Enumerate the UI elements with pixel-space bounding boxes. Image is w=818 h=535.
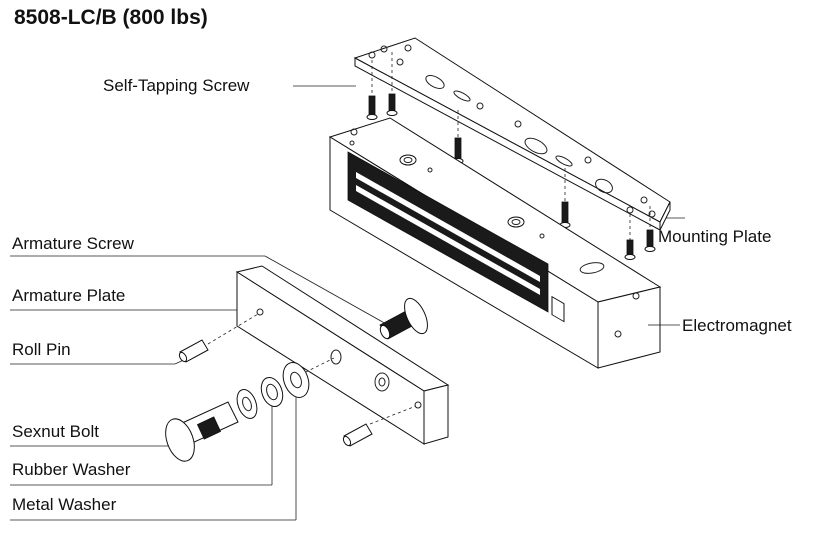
armature-plate [235, 265, 450, 445]
label-self-tapping-screw: Self-Tapping Screw [103, 76, 250, 95]
self-tapping-screws [366, 52, 656, 260]
sexnut-bolt-and-washers [165, 357, 335, 462]
roll-pins [178, 313, 417, 447]
label-armature-plate: Armature Plate [12, 286, 126, 305]
label-electromagnet: Electromagnet [682, 316, 792, 335]
label-armature-screw: Armature Screw [12, 234, 134, 253]
label-sexnut-bolt: Sexnut Bolt [12, 422, 99, 441]
label-mounting-plate: Mounting Plate [658, 227, 772, 246]
label-metal-washer: Metal Washer [12, 495, 117, 514]
label-rubber-washer: Rubber Washer [12, 460, 131, 479]
armature-screw [379, 297, 428, 340]
diagram-title: 8508-LC/B (800 lbs) [14, 6, 208, 29]
leader-lines [10, 85, 685, 521]
mounting-plate [353, 37, 671, 231]
electromagnet [328, 117, 662, 369]
label-roll-pin: Roll Pin [12, 340, 71, 359]
